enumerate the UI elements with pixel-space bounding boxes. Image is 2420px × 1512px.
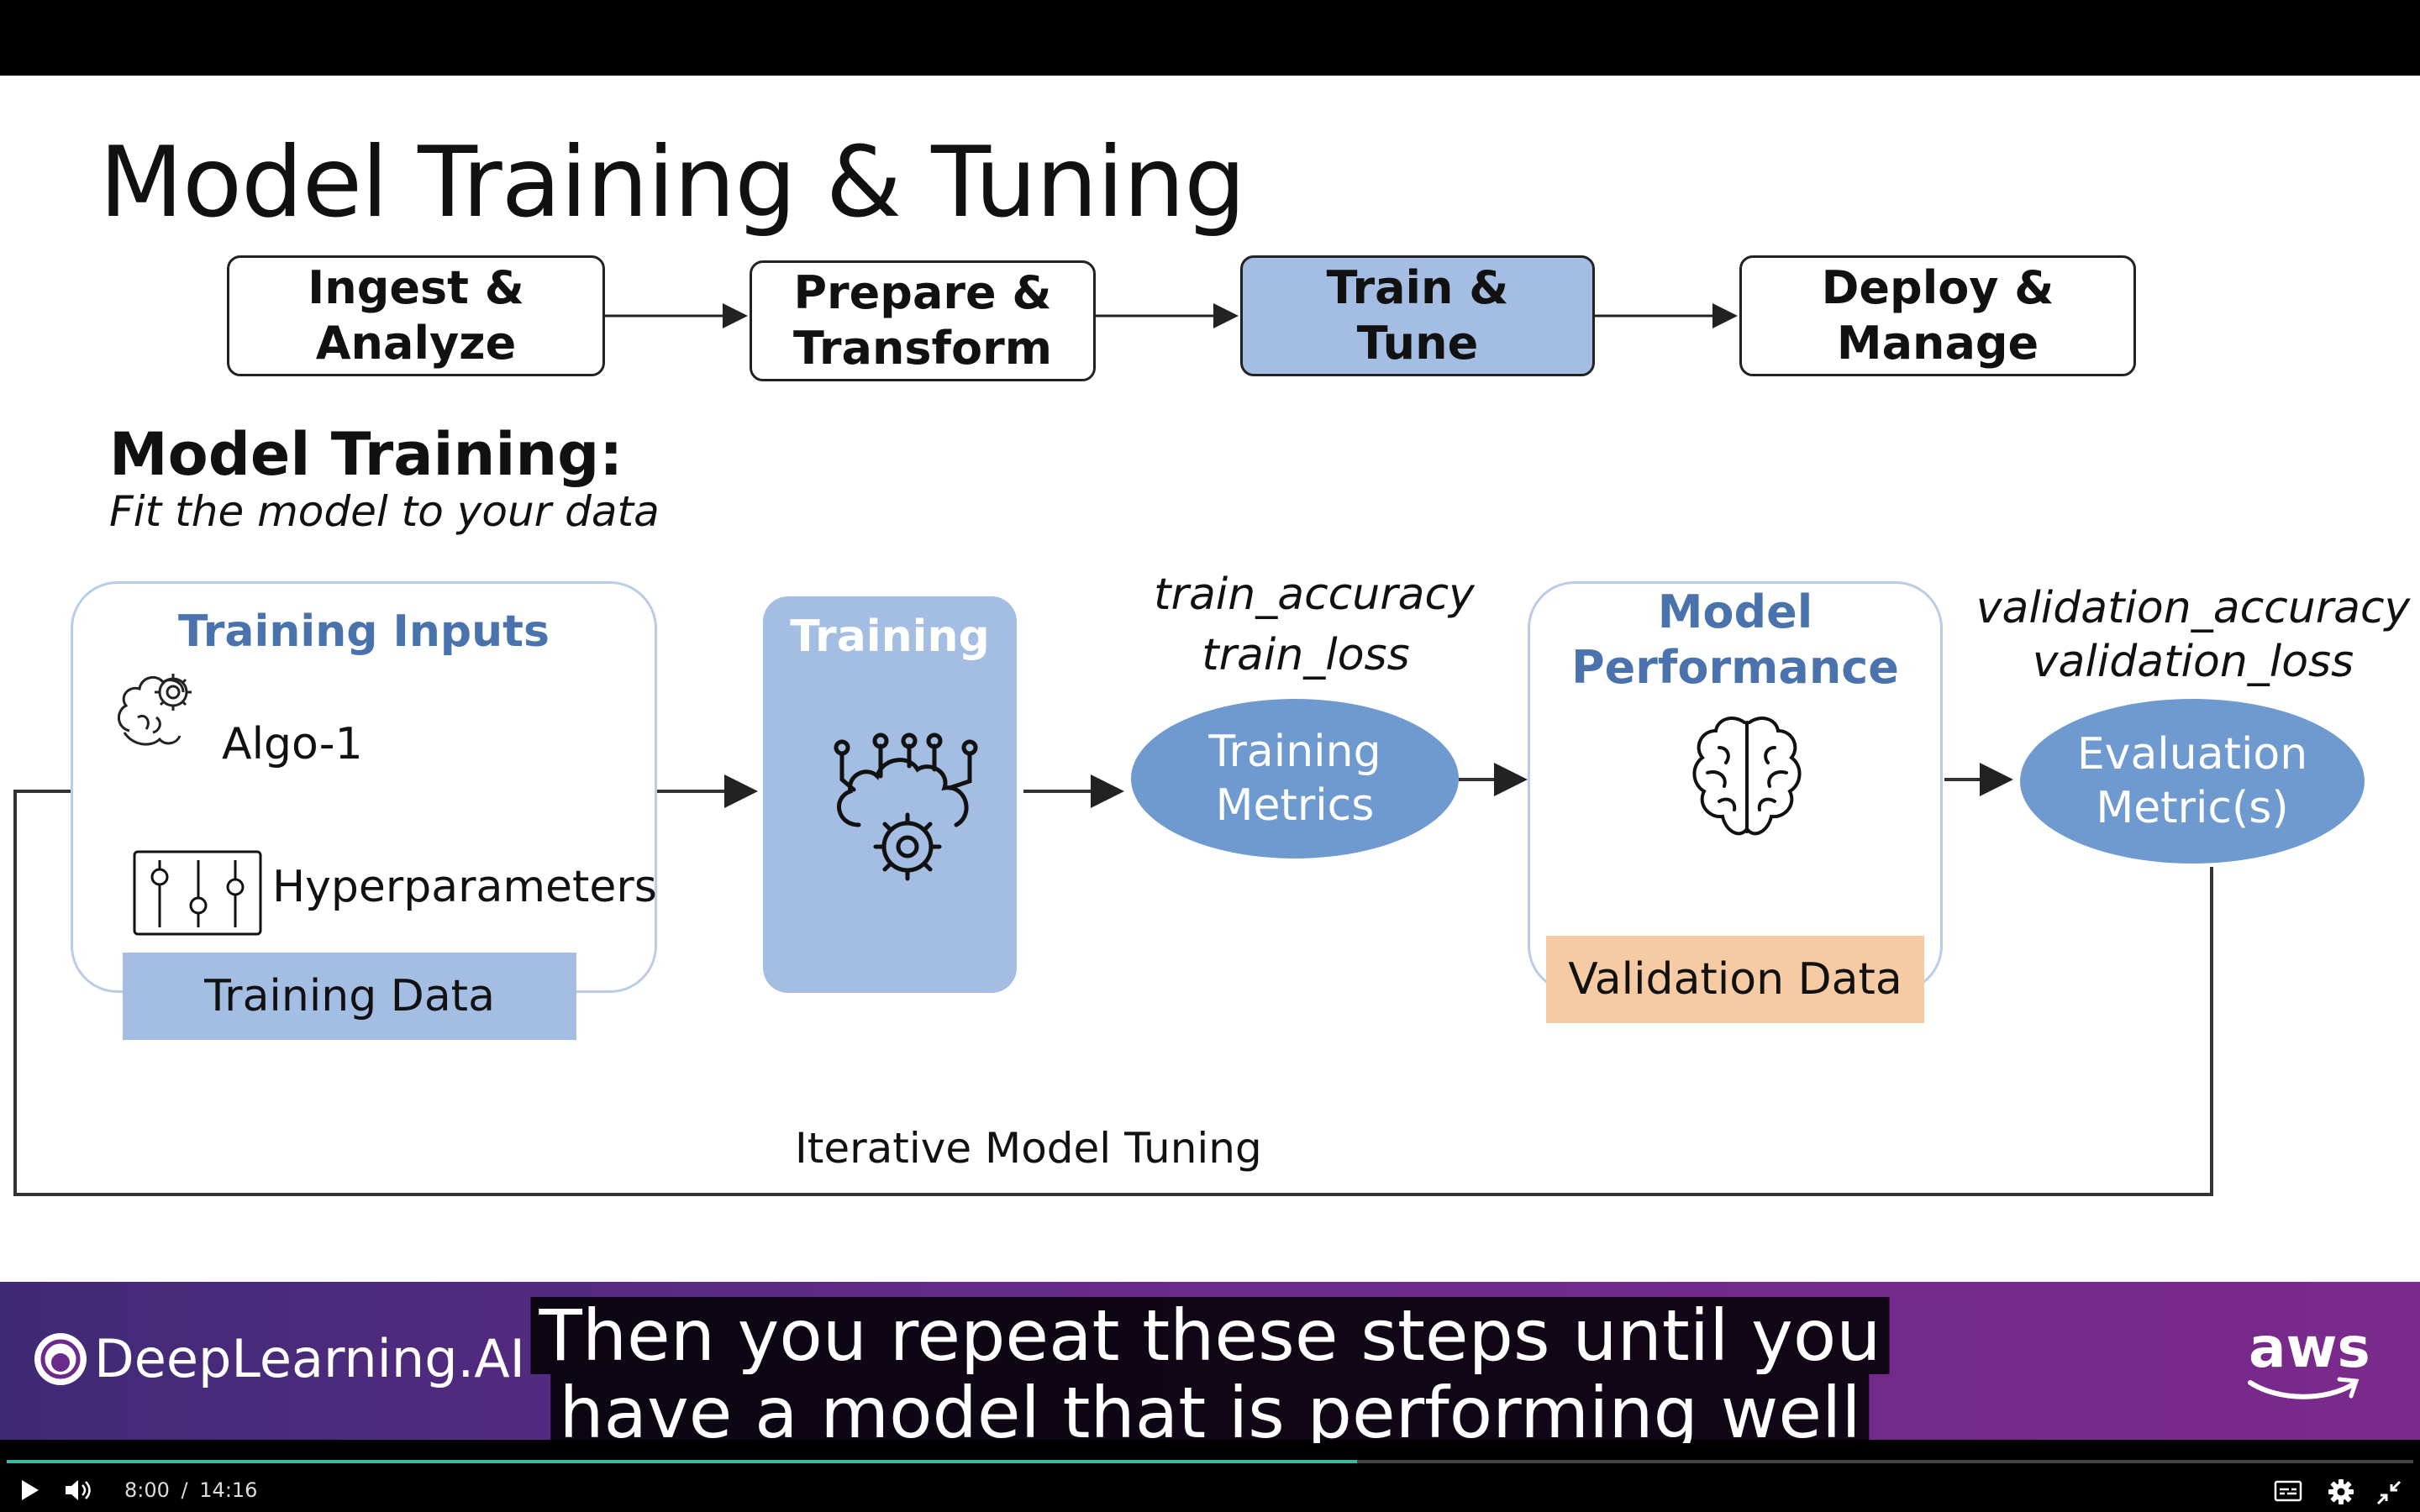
- stage-label-line1: Train &: [1326, 261, 1509, 314]
- stage-label-line2: Tune: [1356, 317, 1479, 370]
- training-data-box: [123, 953, 576, 1040]
- stage-label-line1: Ingest &: [308, 261, 524, 314]
- loop-label: Iterative Model Tuning: [795, 1124, 1262, 1173]
- current-time: 8:00: [124, 1478, 170, 1502]
- progress-track[interactable]: [7, 1460, 2413, 1463]
- stage-label-line2: Transform: [792, 322, 1053, 375]
- train-loss-label: train_loss: [1202, 630, 1410, 680]
- section-heading: Model Training:: [109, 420, 623, 489]
- stage-label-line1: Prepare &: [793, 266, 1052, 319]
- training-inputs-title: Training Inputs: [178, 606, 550, 657]
- brain-icon: [1692, 717, 1802, 836]
- progress-fill: [7, 1460, 1357, 1463]
- validation-data-label: Validation Data: [1568, 954, 1902, 1005]
- training-data-label: Training Data: [204, 971, 495, 1021]
- player-controls: 8:00 / 14:16: [0, 1443, 2420, 1512]
- cloud-gear-icon: [834, 732, 978, 881]
- stage-ingest-analyze: Ingest &Analyze: [227, 255, 605, 376]
- captions-icon[interactable]: [2274, 1480, 2302, 1502]
- loop-line: [13, 790, 2213, 1196]
- stage-label-line2: Analyze: [315, 317, 517, 370]
- model-performance-title: Model Performance: [1528, 585, 1943, 696]
- stage-label-line2: Manage: [1836, 317, 2039, 370]
- ellipse-label-line1: Evaluation: [2076, 729, 2308, 780]
- right-logo-text: aws: [2249, 1315, 2370, 1380]
- exit-fullscreen-icon[interactable]: [2376, 1480, 2402, 1505]
- stage-prepare-transform: Prepare &Transform: [750, 260, 1096, 381]
- time-display: 8:00 / 14:16: [124, 1478, 257, 1502]
- brain-gear-icon: [118, 674, 192, 746]
- time-separator: /: [181, 1478, 188, 1502]
- section-subheading: Fit the model to your data: [109, 487, 660, 536]
- hyperparameters-label: Hyperparameters: [272, 862, 657, 912]
- slide: Model Training & Tuning Ingest &Analyze …: [0, 76, 2420, 1285]
- duration: 14:16: [199, 1478, 258, 1502]
- stage-label-line1: Deploy &: [1821, 261, 2054, 314]
- stage-deploy-manage: Deploy &Manage: [1739, 255, 2136, 376]
- algo-label: Algo-1: [222, 719, 363, 769]
- stage-train-tune: Train &Tune: [1240, 255, 1595, 376]
- validation-data-box: [1546, 936, 1924, 1023]
- model-performance-title-line2: Performance: [1571, 641, 1899, 694]
- sliders-icon: [133, 850, 262, 936]
- model-performance-title-line1: Model: [1657, 585, 1813, 638]
- page-title: Model Training & Tuning: [99, 126, 1246, 239]
- model-performance-panel: [1528, 581, 1943, 993]
- connector-arrows: [13, 303, 2213, 1196]
- left-logo-text: DeepLearning.AI: [94, 1328, 525, 1389]
- ellipse-label-line2: Metric(s): [2096, 783, 2289, 833]
- deeplearning-logo-icon: [34, 1333, 87, 1385]
- caption-line-1: Then you repeat these steps until you: [530, 1297, 1890, 1374]
- validation-accuracy-label: validation_accuracy: [1975, 583, 2411, 633]
- ellipse-label-line2: Metrics: [1215, 780, 1375, 831]
- play-icon[interactable]: [20, 1478, 40, 1502]
- caption-line-2: have a model that is performing well: [550, 1374, 1870, 1452]
- training-box-label: Training: [790, 612, 990, 662]
- ellipse-label-line1: Training: [1208, 727, 1381, 777]
- aws-smile-icon: [2248, 1377, 2360, 1399]
- training-box: [763, 596, 1017, 993]
- settings-gear-icon[interactable]: [2328, 1478, 2354, 1505]
- validation-loss-label: validation_loss: [2032, 637, 2354, 687]
- volume-icon[interactable]: [64, 1478, 92, 1502]
- train-accuracy-label: train_accuracy: [1154, 570, 1475, 620]
